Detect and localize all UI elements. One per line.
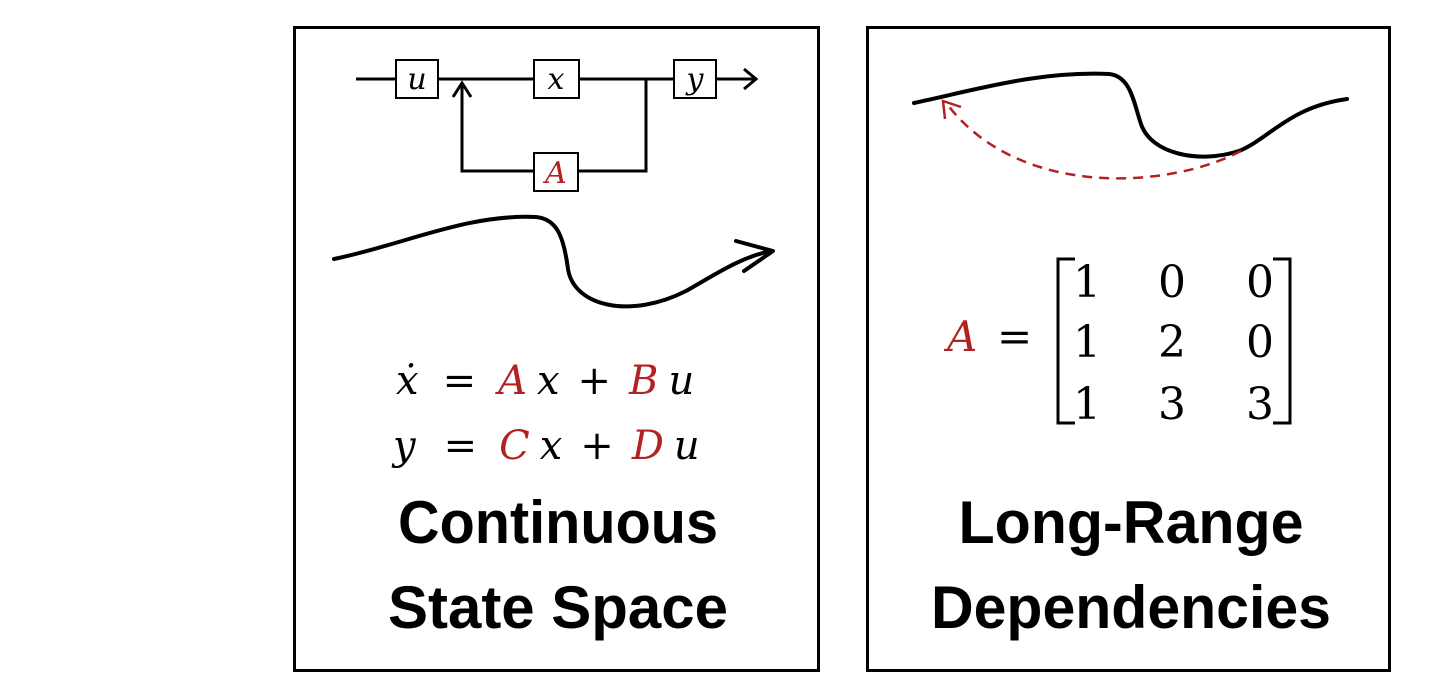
eq2-equals: = [444,423,478,469]
eq2-u: u [674,423,700,469]
trajectory-arrowhead [734,239,775,273]
matrix-left-bracket [1056,257,1075,425]
eq1-b: B [628,358,658,404]
title-line-1: Continuous [398,489,718,556]
long-range-diagram: A = 1 0 0 1 2 0 1 3 3 Long-Range Depende… [912,71,1349,641]
feedback-right-line [578,79,648,173]
eq1-plus: + [578,358,612,404]
title-line-1: Long-Range [959,489,1304,556]
matrix-cell: 1 [1073,317,1101,368]
eq1-a: A [494,358,527,404]
eq1-x: x [537,358,560,404]
title-line-2: Dependencies [931,574,1331,641]
signal-curve [912,71,1349,159]
dependency-arrow [946,103,1242,180]
block-u [395,59,439,99]
feedback-arrowhead [451,80,473,98]
block-y-label: y [685,62,705,97]
panel-continuous-state-space: u x y A ẋ = A x + B u y = C x + D u Cont… [293,26,820,672]
block-a-label: A [542,156,567,191]
matrix-cell: 0 [1246,257,1274,308]
eq2-d: D [631,423,664,469]
dependency-arrowhead [941,99,962,120]
output-arrowhead [743,67,759,91]
equation-state: ẋ = A x + B u [396,358,694,404]
block-x [533,59,580,99]
matrix-cell: 3 [1246,379,1274,430]
matrix-cell: 0 [1158,257,1186,308]
block-a [533,152,579,192]
feedback-left-line [460,86,534,173]
matrix-cell: 3 [1158,379,1186,430]
equation-output: y = C x + D u [391,423,700,469]
eq1-equals: = [443,358,477,404]
matrix-cell: 2 [1158,317,1186,368]
title-line-2: State Space [388,574,728,641]
block-u-label: u [407,62,426,97]
eq2-lhs: y [391,423,417,469]
eq2-c: C [499,423,530,469]
matrix-cell: 1 [1073,257,1101,308]
eq2-x: x [540,423,563,469]
state-space-diagram: u x y A ẋ = A x + B u y = C x + D u Cont… [332,59,775,641]
matrix-name: A [943,312,977,361]
eq2-plus: + [580,423,614,469]
panel-long-range-dependencies: A = 1 0 0 1 2 0 1 3 3 Long-Range Depende… [866,26,1391,672]
trajectory-curve [332,214,773,309]
matrix-right-bracket [1273,257,1292,425]
matrix-equals: = [997,312,1032,361]
eq1-lhs: ẋ [396,358,419,404]
eq1-u: u [668,358,694,404]
matrix-cell: 0 [1246,317,1274,368]
matrix-cell: 1 [1073,379,1101,430]
block-y [673,59,717,99]
block-x-label: x [548,62,565,97]
